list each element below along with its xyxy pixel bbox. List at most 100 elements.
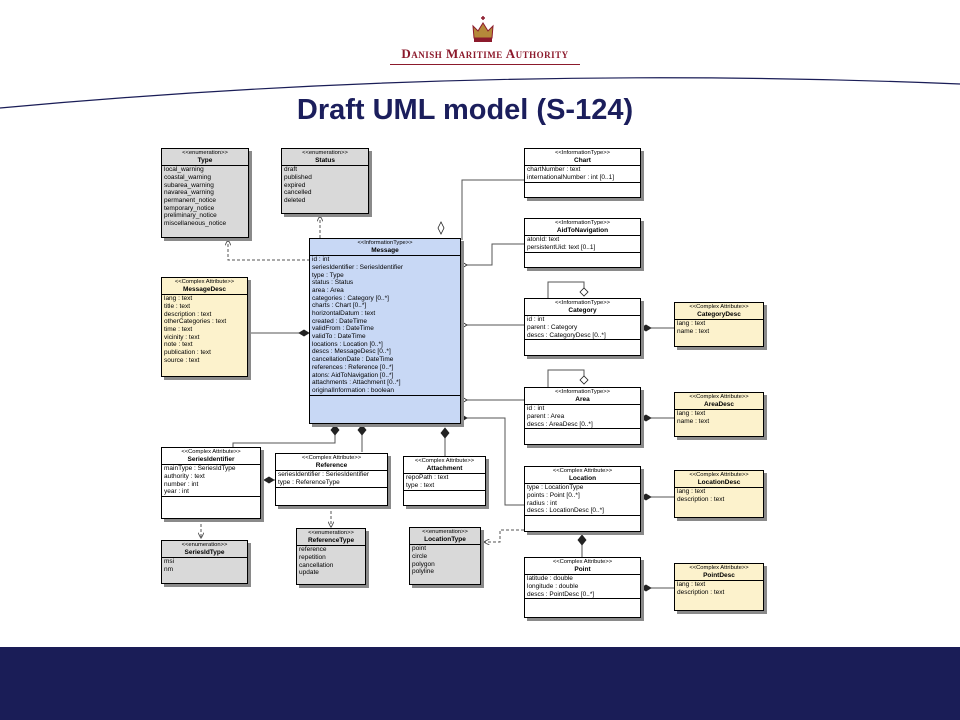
class-name: Category [568, 306, 597, 314]
class-header: <<Complex Attribute>>LocationDesc [675, 471, 763, 489]
class-attribute: year : int [164, 488, 189, 496]
class-attribute: update [299, 569, 319, 577]
class-attribute: descs : LocationDesc [0..*] [527, 507, 604, 515]
class-attribute: seriesIdentifier : SeriesIdentifier [312, 263, 404, 271]
class-attribute: name : text [677, 327, 710, 335]
class-attribute: permanent_notice [164, 196, 217, 204]
class-attribute: references : Reference [0..*] [312, 363, 394, 371]
class-stereotype: <<InformationType>> [554, 389, 611, 395]
diamond-reference [357, 424, 367, 436]
class-attribute: point [412, 545, 427, 553]
self-area [547, 369, 585, 387]
class-attribute: cancellationDate : DateTime [312, 356, 394, 364]
class-messagedesc: <<Complex Attribute>>MessageDesc lang : … [161, 277, 248, 377]
class-attribute: persistentUid: text [0..1] [527, 243, 596, 251]
class-attribute: circle [412, 552, 428, 560]
class-stereotype: <<enumeration>> [308, 530, 354, 536]
class-name: Type [197, 156, 213, 164]
class-attribute: msi [164, 558, 175, 566]
class-stereotype: <<InformationType>> [554, 150, 611, 156]
class-attribute: description : text [677, 495, 725, 503]
class-attribute: status : Status [312, 279, 354, 287]
class-attribute: area : Area [312, 286, 344, 294]
class-attribute: description : text [677, 588, 725, 596]
class-name: CategoryDesc [697, 310, 741, 318]
class-attribute: published [284, 173, 312, 181]
class-operations [525, 251, 640, 258]
class-name: Attachment [426, 464, 463, 472]
class-stereotype: <<Complex Attribute>> [689, 304, 749, 310]
class-name: AidToNavigation [556, 226, 609, 234]
class-name: Location [568, 474, 597, 482]
class-name: PointDesc [703, 571, 735, 579]
class-operations [525, 428, 640, 434]
class-attribute: seriesIdentifier : SeriesIdentifier [278, 471, 370, 479]
class-seriesidentifier: <<Complex Attribute>>SeriesIdentifier ma… [161, 447, 261, 519]
assoc-message-chart [461, 179, 526, 240]
class-attribute: publication : text [164, 349, 211, 357]
class-stereotype: <<InformationType>> [357, 240, 413, 246]
footer-band [0, 647, 960, 720]
class-name: Chart [574, 156, 591, 164]
class-name: LocationType [424, 535, 466, 543]
class-attribute: parent : Category [527, 323, 578, 331]
class-stereotype: <<Complex Attribute>> [552, 468, 613, 474]
class-stereotype: <<enumeration>> [302, 150, 348, 156]
class-attribute: categories : Category [0..*] [312, 294, 389, 302]
class-stereotype: <<Complex Attribute>> [174, 279, 235, 285]
class-name: LocationDesc [697, 478, 741, 486]
class-operations [276, 486, 387, 493]
class-operations [525, 514, 640, 521]
class-header: <<Complex Attribute>>SeriesIdentifier [162, 448, 260, 466]
class-attribute: otherCategories : text [164, 318, 227, 326]
class-name: Message [371, 246, 399, 254]
diamond-areadesc [640, 414, 652, 422]
class-locationdesc: <<Complex Attribute>>LocationDesc lang :… [674, 470, 764, 518]
class-attribute: type : Type [312, 271, 344, 279]
class-attribute: repetition [299, 553, 326, 561]
class-attribute: polygon [412, 560, 435, 568]
class-location: <<Complex Attribute>>Location type : Loc… [524, 466, 641, 532]
class-attribute: mainType : SeriesIdType [164, 465, 236, 473]
class-stereotype: <<Complex Attribute>> [181, 449, 241, 455]
class-attribute: lang : text [677, 488, 706, 496]
class-operations [525, 339, 640, 345]
class-name: Reference [315, 461, 348, 469]
diamond-pointdesc [640, 584, 652, 592]
class-attribute: vicinity : text [164, 333, 200, 341]
class-attribute: id : int [527, 316, 545, 324]
class-attribute: reference [299, 546, 327, 554]
class-stereotype: <<Complex Attribute>> [414, 458, 475, 464]
class-header: <<InformationType>>AidToNavigation [525, 219, 640, 237]
class-name: SeriesIdentifier [187, 455, 235, 463]
diamond-self-area [579, 375, 589, 385]
class-header: <<InformationType>>Chart [525, 149, 640, 167]
class-attribute: type : LocationType [527, 484, 584, 492]
class-attribute: title : text [164, 302, 191, 310]
class-stereotype: <<Complex Attribute>> [689, 565, 749, 571]
class-attribute: preliminary_notice [164, 212, 217, 220]
class-header: <<Complex Attribute>>Location [525, 467, 640, 485]
class-attribute: descs : AreaDesc [0..*] [527, 420, 593, 428]
class-header: <<Complex Attribute>>MessageDesc [162, 278, 247, 296]
class-attribute: description : text [164, 310, 212, 318]
class-attribute: source : text [164, 356, 200, 364]
class-stereotype: <<InformationType>> [554, 220, 611, 226]
class-attribute: longitude : double [527, 582, 579, 590]
class-header: <<Complex Attribute>>CategoryDesc [675, 303, 763, 321]
